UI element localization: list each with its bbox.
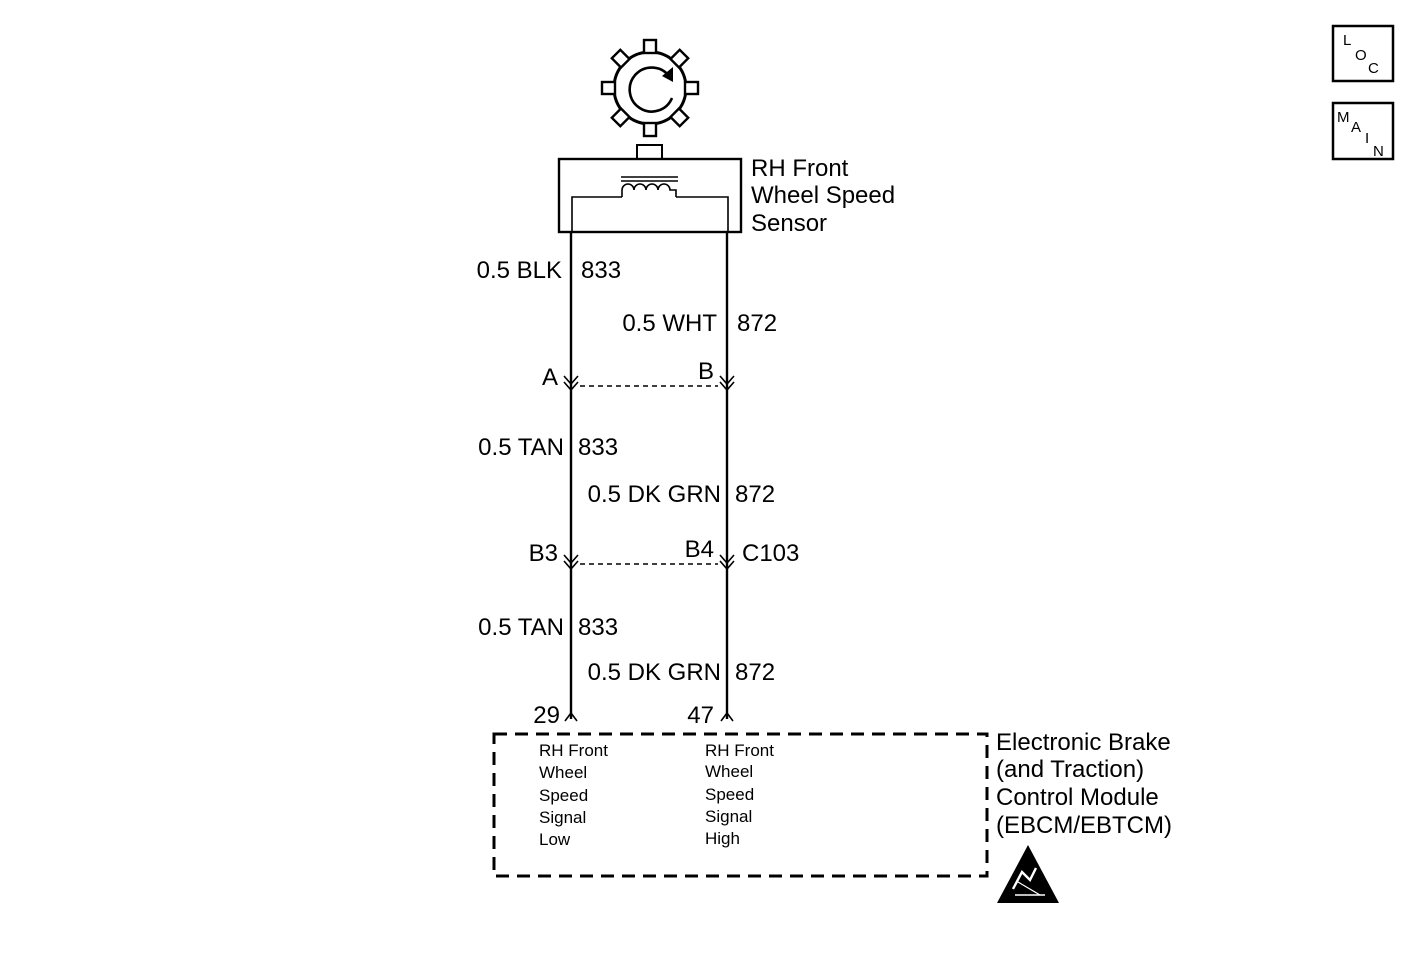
pin-desc-line: RH Front (705, 741, 774, 760)
main-letter: A (1351, 119, 1361, 136)
wire-label-color: 0.5 TAN (478, 434, 564, 461)
gear-tooth (642, 38, 658, 55)
main-letter: M (1337, 109, 1350, 126)
loc-letter: O (1355, 47, 1367, 64)
wire-label-color: 0.5 TAN (478, 614, 564, 641)
wire-label-circuit: 833 (578, 614, 618, 641)
main-letter: I (1365, 130, 1369, 147)
module-terminal (564, 711, 578, 722)
esd-warning-icon (997, 845, 1059, 903)
wheel-speed-sensor (557, 157, 743, 234)
pin-desc-line: Signal (539, 808, 586, 827)
sensor-name-line2: Wheel Speed (751, 182, 895, 209)
module-name-line1: Electronic Brake (996, 729, 1171, 756)
gear-tooth (683, 80, 700, 96)
connector-name: C103 (742, 540, 799, 567)
wire-label-circuit: 833 (581, 257, 621, 284)
module-name-line4: (EBCM/EBTCM) (996, 812, 1172, 839)
wire-label-color: 0.5 DK GRN (588, 659, 721, 686)
wire-label-color: 0.5 DK GRN (588, 481, 721, 508)
c103-connector (563, 554, 735, 571)
pin-desc-line: Wheel (705, 762, 753, 781)
sensor-connector (563, 375, 735, 392)
pin-29-description: RH Front Wheel Speed Signal Low (539, 741, 608, 849)
connector-pin-label: B (698, 358, 714, 385)
connector-pin-label: B4 (685, 536, 714, 563)
sensor-name-line1: RH Front (751, 155, 849, 182)
pin-desc-line: Low (539, 830, 571, 849)
wire-label-circuit: 872 (735, 659, 775, 686)
pin-47-description: RH Front Wheel Speed Signal High (705, 741, 774, 848)
pin-desc-line: RH Front (539, 741, 608, 760)
gear-tooth (610, 48, 632, 70)
sensor-name-line3: Sensor (751, 210, 827, 237)
pin-desc-line: Speed (539, 786, 588, 805)
gear-tooth (642, 121, 658, 138)
loc-letter: L (1343, 32, 1351, 49)
gear-tooth (610, 106, 632, 128)
module-name-line3: Control Module (996, 784, 1159, 811)
pin-desc-line: High (705, 829, 740, 848)
wire-label-circuit: 872 (737, 310, 777, 337)
gear-tooth (668, 106, 690, 128)
main-letter: N (1373, 143, 1384, 160)
module-terminal (720, 711, 734, 722)
wire-label-color: 0.5 BLK (477, 257, 562, 284)
wire-label-circuit: 833 (578, 434, 618, 461)
pin-desc-line: Wheel (539, 763, 587, 782)
module-pin-label: 47 (687, 702, 714, 729)
pin-desc-line: Speed (705, 785, 754, 804)
gear-tooth (668, 48, 690, 70)
wire-label-color: 0.5 WHT (622, 310, 717, 337)
gear-tooth (600, 80, 617, 96)
main-button[interactable]: M A I N (1331, 101, 1395, 161)
loc-button[interactable]: L O C (1331, 24, 1395, 83)
connector-pin-label: B3 (529, 540, 558, 567)
module-pin-label: 29 (533, 702, 560, 729)
ebcm-module-box (492, 732, 989, 878)
loc-letter: C (1368, 60, 1379, 77)
connector-pin-label: A (542, 364, 558, 391)
pin-desc-line: Signal (705, 807, 752, 826)
module-name-line2: (and Traction) (996, 756, 1144, 783)
sensor-stem (636, 144, 663, 160)
wire-label-circuit: 872 (735, 481, 775, 508)
tone-wheel-icon (600, 38, 700, 138)
